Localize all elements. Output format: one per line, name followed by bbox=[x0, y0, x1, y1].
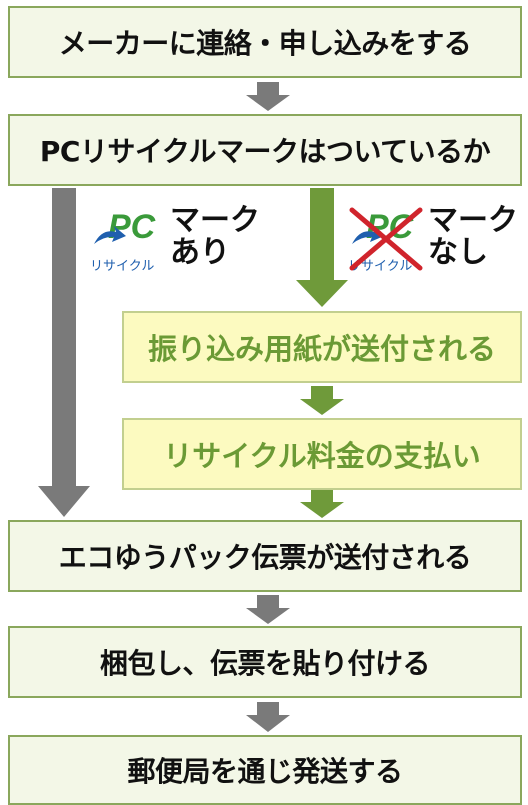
step-contact-maker: メーカーに連絡・申し込みをする bbox=[8, 6, 522, 78]
down-arrow-1 bbox=[246, 82, 290, 111]
long-arrow-mark-yes bbox=[38, 188, 90, 517]
pc-recycle-mark-icon: PC リサイクル bbox=[90, 208, 156, 273]
step-ecopack-slip-sent: エコゆうパック伝票が送付される bbox=[8, 520, 522, 592]
green-arrow-3 bbox=[300, 490, 344, 518]
step-pack-and-attach-slip: 梱包し、伝票を貼り付ける bbox=[8, 626, 522, 698]
pc-logo-caption: リサイクル bbox=[90, 258, 154, 273]
step-ship-via-post-office: 郵便局を通じ発送する bbox=[8, 735, 522, 805]
step-check-pc-mark: PCリサイクルマークはついているか bbox=[8, 114, 522, 186]
mark-yes-label: マーク あり bbox=[170, 203, 260, 270]
pc-logo-caption-no: リサイクル bbox=[348, 258, 412, 273]
step-payment-slip-sent: 振り込み用紙が送付される bbox=[122, 311, 522, 383]
green-arrow-2 bbox=[300, 386, 344, 415]
pc-recycle-mark-crossed-icon: PC リサイクル bbox=[348, 207, 423, 273]
down-arrow-4 bbox=[246, 702, 290, 732]
step-recycle-fee-payment: リサイクル料金の支払い bbox=[122, 418, 522, 490]
down-arrow-3 bbox=[246, 595, 290, 624]
green-arrow-mark-no bbox=[296, 188, 348, 307]
mark-no-label: マーク なし bbox=[428, 203, 518, 270]
